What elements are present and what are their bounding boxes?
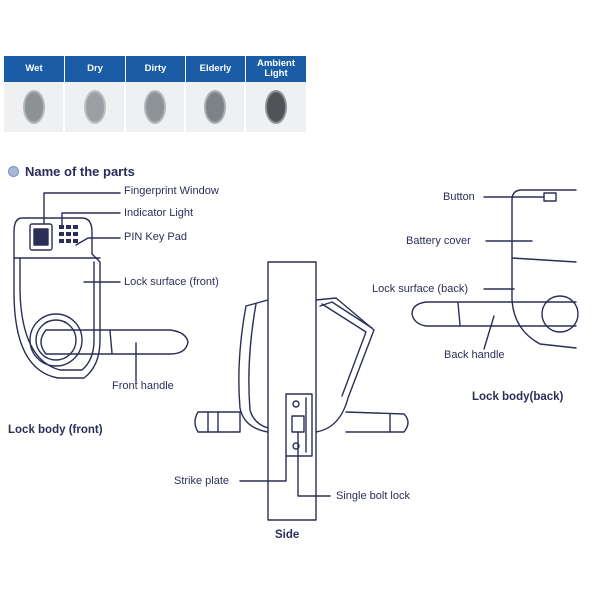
label-lock-body-front: Lock body (front) — [8, 424, 103, 436]
column-header-dry: Dry — [65, 56, 126, 82]
back-lock-surface — [511, 189, 577, 349]
side-front-body — [238, 299, 269, 433]
single-bolt-lock — [291, 415, 305, 433]
column-header-ambient-light: Ambient Light — [246, 56, 306, 82]
back-handle — [411, 301, 577, 327]
label-side: Side — [275, 529, 300, 541]
fingerprint-sample-elderly — [186, 82, 246, 132]
front-lock-surface — [13, 217, 101, 379]
fingerprint-sample-wet — [4, 82, 65, 132]
column-header-wet: Wet — [4, 56, 65, 82]
fingerprint-icon — [83, 90, 106, 124]
button — [543, 192, 557, 202]
fingerprint-icon — [204, 90, 226, 124]
column-header-dirty: Dirty — [126, 56, 186, 82]
side-front-handle — [194, 411, 241, 433]
lock-body-front-drawing — [13, 192, 189, 383]
front-handle — [40, 329, 189, 355]
bullet-icon — [8, 166, 19, 177]
label-back-handle: Back handle — [444, 349, 505, 361]
label-lock-surface-front: Lock surface (front) — [124, 276, 219, 288]
fingerprint-sample-ambient-light — [246, 82, 306, 132]
label-strike-plate: Strike plate — [174, 475, 230, 487]
fingerprint-sample-dry — [65, 82, 126, 132]
fingerprint-condition-table: Wet Dry Dirty Elderly Ambient Light — [4, 56, 306, 132]
front-handle-rose — [29, 313, 83, 367]
side-back-handle — [345, 411, 409, 433]
pin-key-pad — [59, 225, 78, 243]
label-pin-key-pad: PIN Key Pad — [124, 231, 187, 243]
column-header-elderly: Elderly — [186, 56, 246, 82]
label-indicator-light: Indicator Light — [124, 207, 194, 219]
lock-side-drawing — [194, 261, 409, 521]
label-battery-cover: Battery cover — [406, 235, 471, 247]
label-single-bolt-lock: Single bolt lock — [336, 490, 410, 502]
label-button: Button — [443, 191, 475, 203]
section-title: Name of the parts — [8, 164, 135, 179]
front-surface-inner-line — [19, 257, 95, 371]
label-lock-surface-back: Lock surface (back) — [372, 283, 468, 295]
strike-plate — [285, 393, 313, 457]
fingerprint-icon — [144, 90, 166, 124]
label-front-handle: Front handle — [112, 380, 174, 392]
fingerprint-sample-dirty — [126, 82, 186, 132]
side-back-body — [315, 297, 375, 433]
section-title-text: Name of the parts — [25, 164, 135, 179]
door-edge — [267, 261, 317, 521]
fingerprint-window — [29, 223, 53, 251]
fingerprint-icon — [22, 90, 45, 124]
label-lock-body-back: Lock body(back) — [472, 391, 564, 403]
label-fingerprint-window: Fingerprint Window — [124, 185, 219, 197]
lock-body-back-drawing — [411, 189, 579, 350]
fingerprint-icon — [265, 90, 287, 124]
